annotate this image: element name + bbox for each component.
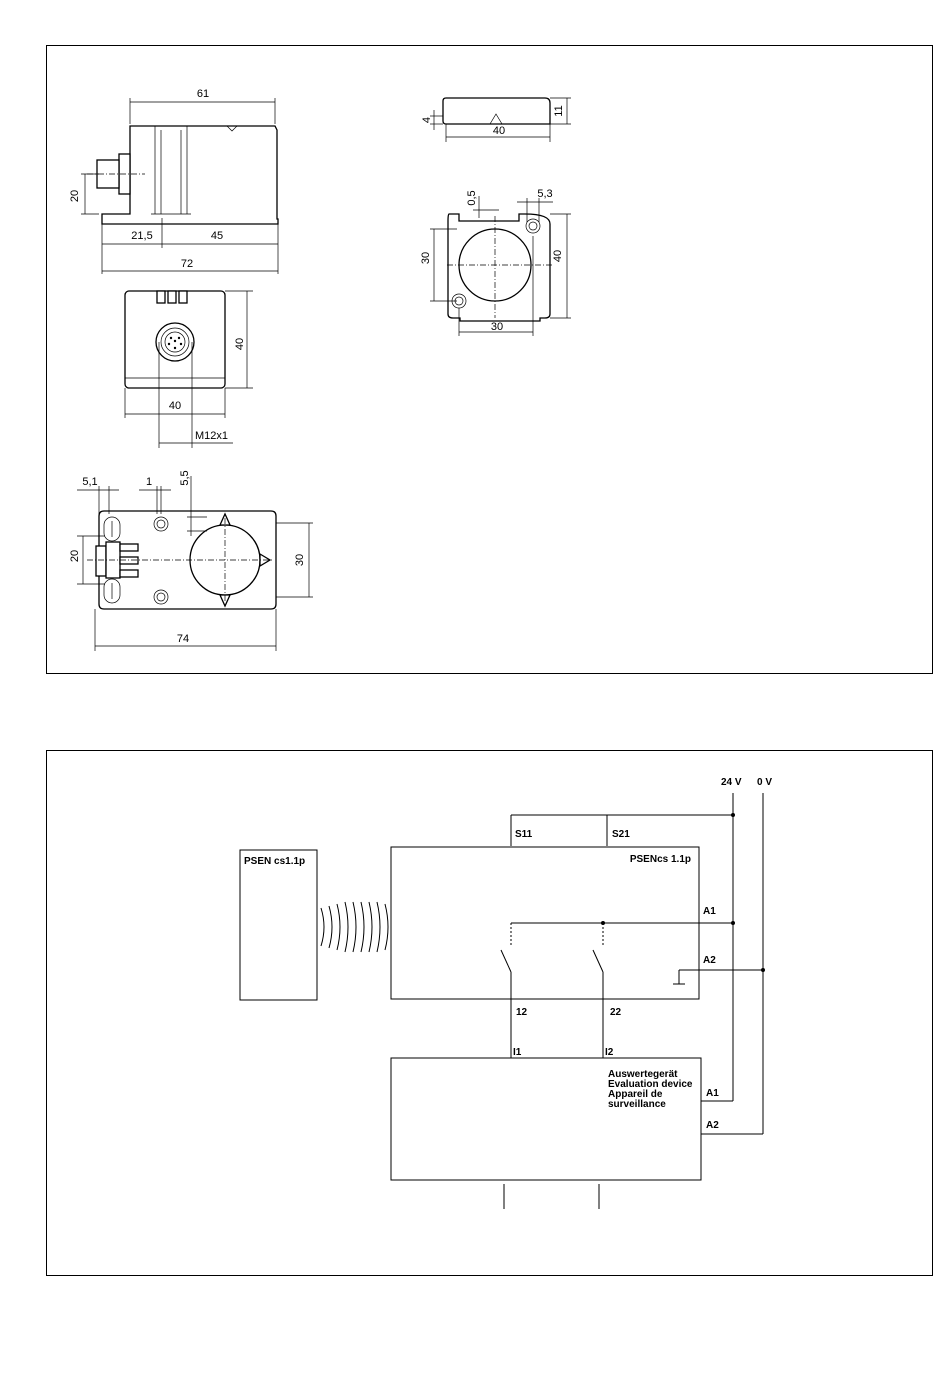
dim-top-height-left: 20 [69,550,81,562]
terminal-a2: A2 [703,955,716,966]
wireless-waves [321,902,388,952]
sensor-side-view: 61 20 21,5 45 72 [69,88,278,274]
dim-top-hole-dia: 5,5 [179,470,191,485]
dim-actuator-height-right: 40 [552,250,564,262]
dim-front-height: 40 [234,338,246,350]
dim-side-offset: 21,5 [131,230,152,242]
output-12: 12 [516,1007,528,1018]
dim-actuator-gap: 0,5 [466,190,478,205]
supply-24v-label: 24 V [721,777,742,788]
dimension-drawing-panel: 61 20 21,5 45 72 [46,45,933,674]
dim-top-total: 74 [177,633,189,645]
dim-front-width: 40 [169,400,181,412]
dim-actuator-width-bottom: 30 [491,321,503,333]
actuator-side-view: 4 11 40 [421,98,571,142]
output-22: 22 [610,1007,622,1018]
dim-side-total: 72 [181,258,193,270]
dimension-drawing: 61 20 21,5 45 72 [47,46,934,675]
terminal-s21: S21 [612,829,630,840]
supply-0v-label: 0 V [757,777,772,788]
dim-front-thread: M12x1 [195,430,228,442]
dim-top-gap: 1 [146,476,152,488]
sensor-label: PSENcs 1.1p [630,854,691,865]
wiring-diagram: 24 V 0 V S11 S21 PSEN cs1.1p PSENcs 1.1p… [47,751,934,1277]
sensor-top-view: 5,1 1 5,5 20 30 74 [69,470,313,651]
sensor-front-view: 40 40 M12x1 [125,291,253,448]
eval-terminal-a2: A2 [706,1120,719,1131]
input-i2: I2 [605,1047,614,1058]
dim-actuator-thickness: 4 [421,117,433,123]
contact-1 [501,950,511,972]
dim-side-width: 61 [197,88,209,100]
wiring-diagram-panel: 24 V 0 V S11 S21 PSEN cs1.1p PSENcs 1.1p… [46,750,933,1276]
dim-top-hole-offset: 5,1 [82,476,97,488]
terminal-s11: S11 [515,829,533,840]
dim-actuator-height: 11 [553,105,565,116]
terminal-a1: A1 [703,906,716,917]
eval-terminal-a1: A1 [706,1088,719,1099]
actuator-box [240,850,317,1000]
dim-actuator-height-left: 30 [420,252,432,264]
actuator-front-view: 0,5 5,3 30 40 30 [420,188,571,336]
dim-actuator-hole: 5,3 [537,188,552,200]
dim-side-body-length: 45 [211,230,223,242]
dim-side-height: 20 [69,190,81,202]
dim-actuator-width: 40 [493,125,505,137]
input-i1: I1 [513,1047,522,1058]
dim-top-height-right: 30 [294,554,306,566]
contact-2 [593,950,603,972]
actuator-label: PSEN cs1.1p [244,856,305,867]
eval-label-fr2: surveillance [608,1099,666,1110]
